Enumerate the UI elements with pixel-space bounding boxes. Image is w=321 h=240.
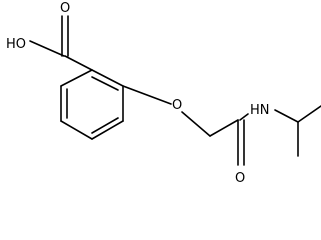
amide-carbonyl-oxygen-label: O: [235, 171, 245, 186]
ring-bond-6: [60, 69, 93, 87]
ring-bond-3: [91, 120, 124, 140]
bond-c7-oh: [29, 40, 65, 57]
amide-nitrogen-label: HN: [250, 103, 270, 118]
amide-group: [209, 109, 299, 166]
carboxylic-acid-group: [29, 15, 93, 71]
hydroxyl-label: HO: [6, 37, 26, 52]
ring-inner-double-1: [91, 76, 119, 91]
isopropyl-group: [297, 105, 321, 157]
ether-oxygen-label: O: [172, 98, 182, 113]
ring-bond-1: [91, 69, 124, 87]
bond-n-ch: [274, 109, 299, 123]
bond-c-n: [239, 113, 249, 121]
bond-c1-c7: [64, 55, 93, 71]
bond-o-ch2: [181, 111, 211, 137]
benzene-ring: [60, 69, 124, 140]
ring-bond-4: [60, 120, 93, 140]
chemical-structure: O HO O HN O: [6, 1, 321, 186]
bond-ch-me2: [297, 105, 321, 123]
bond-ring-o: [122, 85, 172, 105]
ring-inner-double-2: [91, 117, 119, 134]
acid-carbonyl-oxygen-label: O: [60, 1, 70, 16]
bond-ch2-c: [209, 119, 239, 137]
ether-linkage: O: [122, 85, 211, 137]
